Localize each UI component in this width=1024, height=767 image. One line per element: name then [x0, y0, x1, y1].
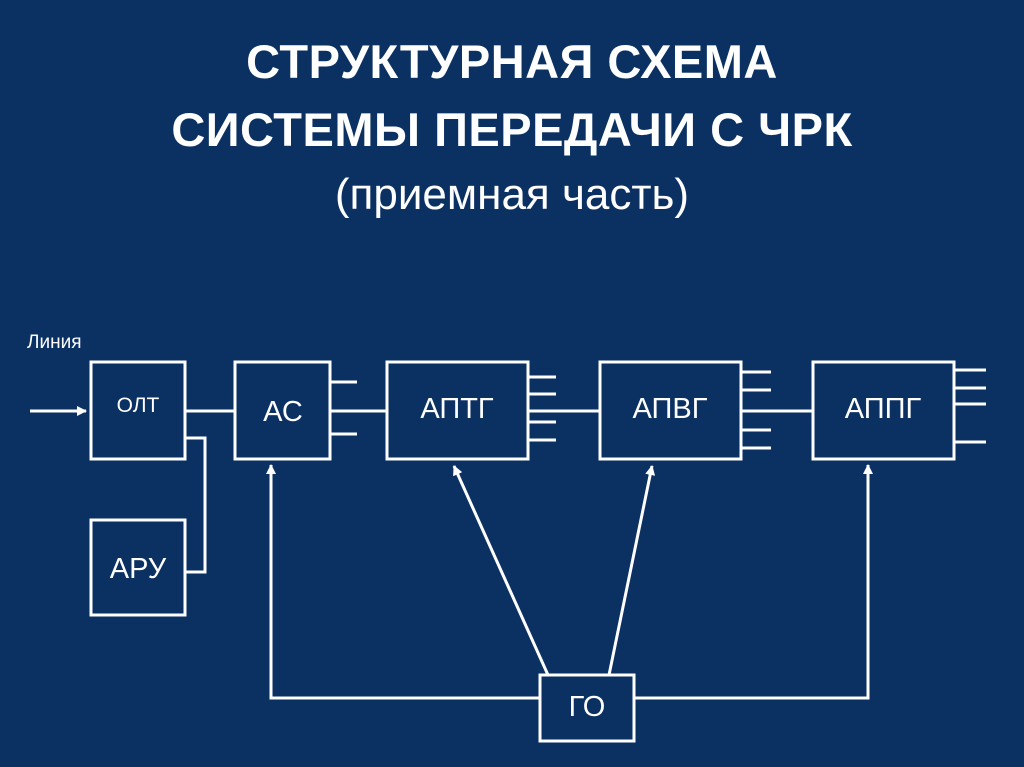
go-to-apvg-arrow	[607, 465, 656, 676]
aru-label: АРУ	[110, 553, 167, 585]
appg-label: АППГ	[845, 393, 922, 425]
input-label: Линия	[27, 332, 81, 353]
olt-label: ОЛТ	[117, 394, 160, 417]
go-to-appg-arrow	[634, 464, 873, 700]
title-subtitle: (приемная часть)	[334, 170, 690, 219]
apvg-output-lines	[741, 370, 771, 450]
aptg-output-lines	[528, 375, 556, 442]
title-line-1: СТРУКТУРНАЯ СХЕМА	[246, 35, 778, 88]
as-output-lines	[330, 380, 357, 436]
aru-block	[89, 518, 187, 617]
title-line-2: СИСТЕМЫ ПЕРЕДАЧИ С ЧРК	[171, 103, 853, 156]
aptg-label: АПТГ	[420, 393, 494, 425]
appg-output-lines	[954, 368, 986, 444]
apvg-label: АПВГ	[633, 393, 708, 425]
go-block	[538, 673, 636, 743]
go-label: ГО	[569, 691, 606, 723]
as-label: АС	[263, 396, 303, 428]
slide-title: СТРУКТУРНАЯ СХЕМА СИСТЕМЫ ПЕРЕДАЧИ С ЧРК…	[0, 28, 1024, 226]
go-to-aptg-arrow	[452, 465, 550, 676]
olt-aru-feedback-line	[185, 436, 207, 574]
go-to-as-arrow	[266, 464, 540, 700]
